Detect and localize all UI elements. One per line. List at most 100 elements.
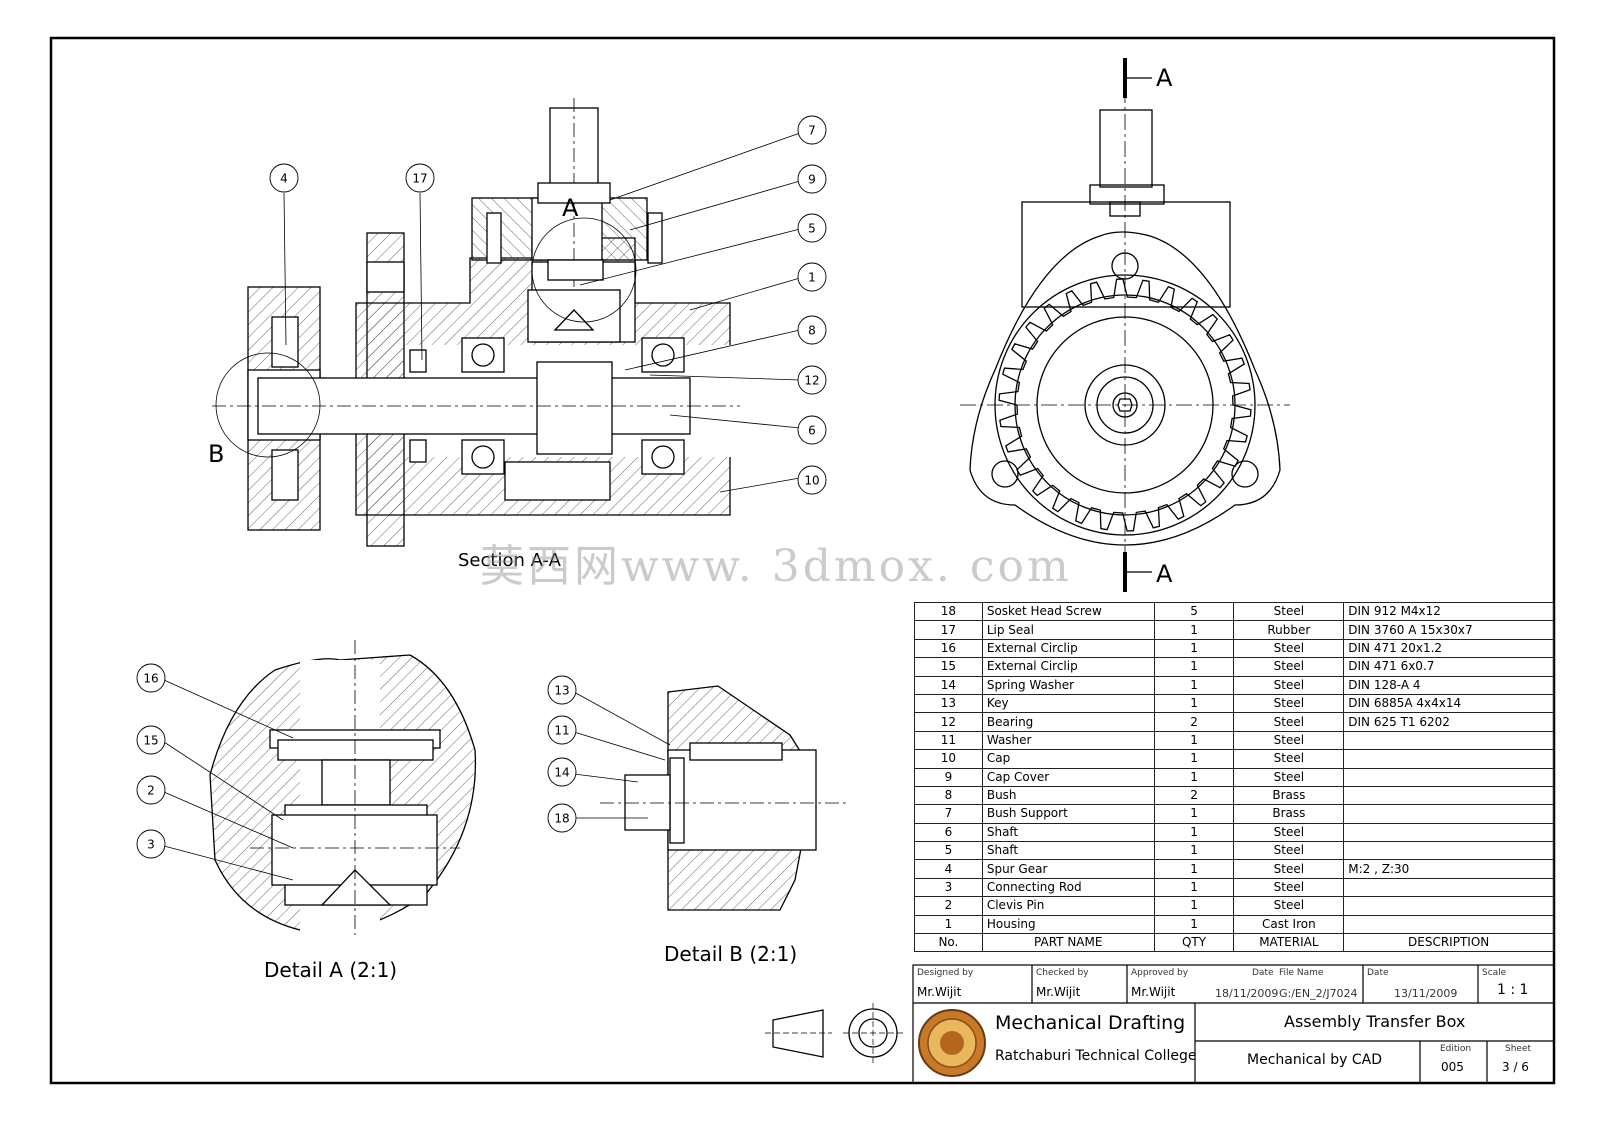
bom-cell: Steel: [1233, 767, 1345, 787]
balloon-number: 13: [554, 684, 569, 698]
bom-cell: DIN 471 6x0.7: [1343, 657, 1554, 677]
bom-cell: 5: [1153, 601, 1235, 622]
balloon-callout: 9: [797, 164, 827, 194]
bom-cell: Rubber: [1233, 620, 1345, 640]
section-view-label: Section A-A: [458, 550, 561, 571]
balloon-callout: 6: [797, 415, 827, 445]
sheet-border: [49, 36, 1556, 1085]
balloon-callout: 5: [797, 213, 827, 243]
balloon-number: 5: [808, 222, 816, 236]
balloon-callout: 11: [547, 715, 577, 745]
bom-cell: Steel: [1233, 841, 1345, 861]
cut-letter-a-bottom: A: [1156, 560, 1173, 588]
bom-cell: 10: [914, 749, 983, 769]
bom-cell: Housing: [981, 914, 1155, 935]
detail-a-view: [209, 640, 477, 950]
bom-cell: 14: [914, 675, 983, 695]
scale-value: 1 : 1: [1497, 982, 1529, 998]
bom-cell: Cap Cover: [981, 767, 1155, 787]
checked-by-value: Mr.Wijit: [1036, 985, 1081, 999]
bom-cell: Cap: [981, 749, 1155, 769]
date2-label: Date: [1367, 968, 1389, 978]
detail-b-label: Detail B (2:1): [664, 942, 798, 966]
balloon-callout: 15: [136, 725, 166, 755]
balloon-number: 8: [808, 324, 816, 338]
cut-letter-b-section: B: [208, 440, 225, 468]
bom-cell: Lip Seal: [981, 620, 1155, 640]
bom-cell: DIN 3760 A 15x30x7: [1343, 620, 1554, 640]
bom-header-cell: MATERIAL: [1233, 933, 1345, 953]
gear-teeth: [998, 278, 1252, 532]
bom-cell: 1: [1153, 841, 1235, 861]
balloon-number: 18: [554, 812, 569, 826]
bom-cell: Steel: [1233, 693, 1345, 714]
bom-cell: Shaft: [981, 841, 1155, 861]
detail-b-view: [600, 685, 850, 911]
bom-cell: [1343, 767, 1554, 787]
gear-tooth-profile: [998, 278, 1252, 532]
balloon-number: 14: [554, 766, 569, 780]
bom-cell: 1: [1153, 620, 1235, 640]
date2-value: 13/11/2009: [1394, 987, 1458, 1000]
bom-cell: 1: [1153, 804, 1235, 824]
balloon-callout: 18: [547, 803, 577, 833]
projection-symbol: [765, 1003, 903, 1063]
bom-cell: Steel: [1233, 638, 1345, 659]
balloon-callout: 8: [797, 315, 827, 345]
designed-by-label: Designed by: [917, 968, 974, 978]
file-name-label: File Name: [1279, 968, 1324, 978]
bom-cell: Sosket Head Screw: [981, 601, 1155, 622]
bom-cell: 8: [914, 785, 983, 806]
bom-cell: 5: [914, 841, 983, 861]
drawing-title: Assembly Transfer Box: [1284, 1012, 1466, 1031]
balloon-number: 4: [280, 172, 288, 186]
bom-cell: DIN 6885A 4x4x14: [1343, 693, 1554, 714]
bom-cell: Steel: [1233, 859, 1345, 879]
sheet-label: Sheet: [1505, 1044, 1532, 1054]
bom-cell: 3: [914, 877, 983, 898]
bom-cell: DIN 471 20x1.2: [1343, 638, 1554, 659]
bom-cell: Connecting Rod: [981, 877, 1155, 898]
watermark: 莫西网www. 3dmox. com: [480, 541, 1072, 592]
bom-cell: 1: [1153, 767, 1235, 787]
bom-cell: [1343, 914, 1554, 935]
cut-letter-a-section: A: [562, 194, 579, 222]
bom-cell: 1: [1153, 657, 1235, 677]
bom-cell: Steel: [1233, 730, 1345, 751]
bom-cell: Steel: [1233, 675, 1345, 695]
bom-cell: [1343, 785, 1554, 806]
bom-cell: External Circlip: [981, 638, 1155, 659]
bom-cell: Steel: [1233, 657, 1345, 677]
bom-cell: Bush: [981, 785, 1155, 806]
bom-cell: Cast Iron: [1233, 914, 1345, 935]
bom-cell: DIN 128-A 4: [1343, 675, 1554, 695]
bom-cell: Brass: [1233, 785, 1345, 806]
bom-cell: Steel: [1233, 749, 1345, 769]
bom-cell: 7: [914, 804, 983, 824]
bom-cell: 4: [914, 859, 983, 879]
college-seal-logo: [918, 1009, 986, 1077]
bom-cell: [1343, 896, 1554, 916]
balloon-number: 1: [808, 271, 816, 285]
bom-cell: 2: [1153, 785, 1235, 806]
sheet-value: 3 / 6: [1502, 1060, 1529, 1074]
bom-cell: [1343, 730, 1554, 751]
balloon-callout: 17: [405, 163, 435, 193]
bom-cell: 1: [1153, 859, 1235, 879]
bom-cell: 1: [1153, 822, 1235, 843]
file-name-value: G:/EN_2/J7024: [1279, 987, 1358, 1000]
